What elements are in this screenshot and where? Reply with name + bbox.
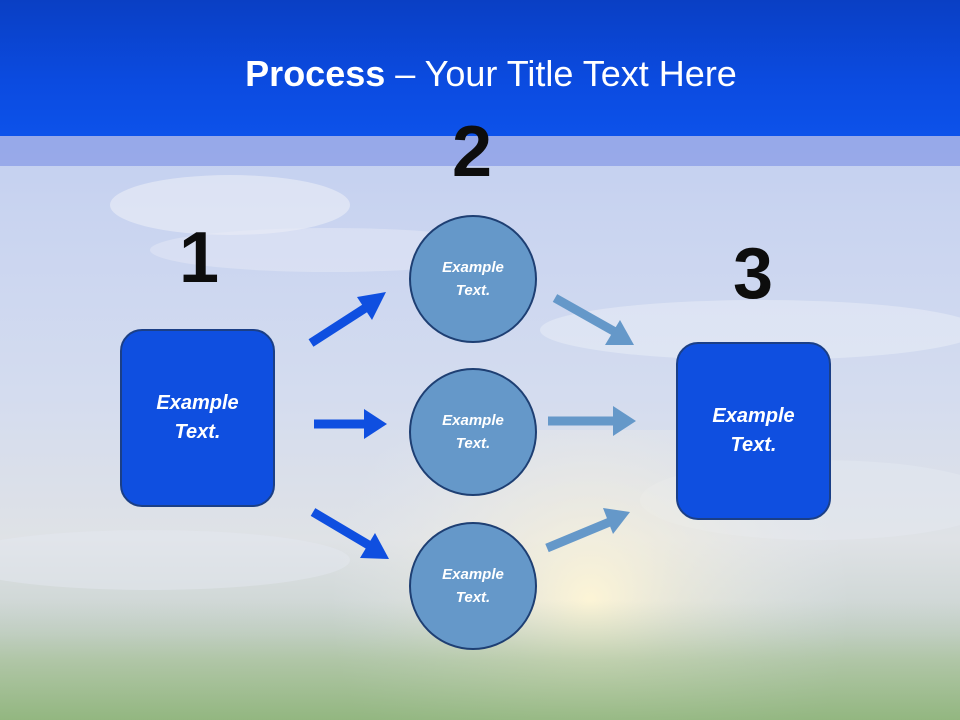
circle-bottom[interactable]: Example Text.: [409, 522, 537, 650]
title-bar: [0, 0, 960, 136]
step-number-2: 2: [451, 112, 493, 192]
right-box[interactable]: Example Text.: [676, 342, 831, 520]
right-box-text: Example Text.: [712, 405, 795, 456]
left-box-text: Example Text.: [156, 392, 239, 443]
page-title: Process – Your Title Text Here: [0, 52, 960, 96]
title-text: – Your Title Text Here: [385, 53, 737, 94]
circle-top[interactable]: Example Text.: [409, 215, 537, 343]
step-number-3: 3: [732, 234, 774, 314]
left-box[interactable]: Example Text.: [120, 329, 275, 507]
circle-bottom-text: Example Text.: [442, 566, 504, 606]
circle-middle-text: Example Text.: [442, 412, 504, 452]
circle-top-text: Example Text.: [442, 259, 504, 299]
title-keyword: Process: [245, 53, 386, 94]
circle-middle[interactable]: Example Text.: [409, 368, 537, 496]
title-bar-band: [0, 136, 960, 166]
step-number-1: 1: [178, 218, 220, 298]
